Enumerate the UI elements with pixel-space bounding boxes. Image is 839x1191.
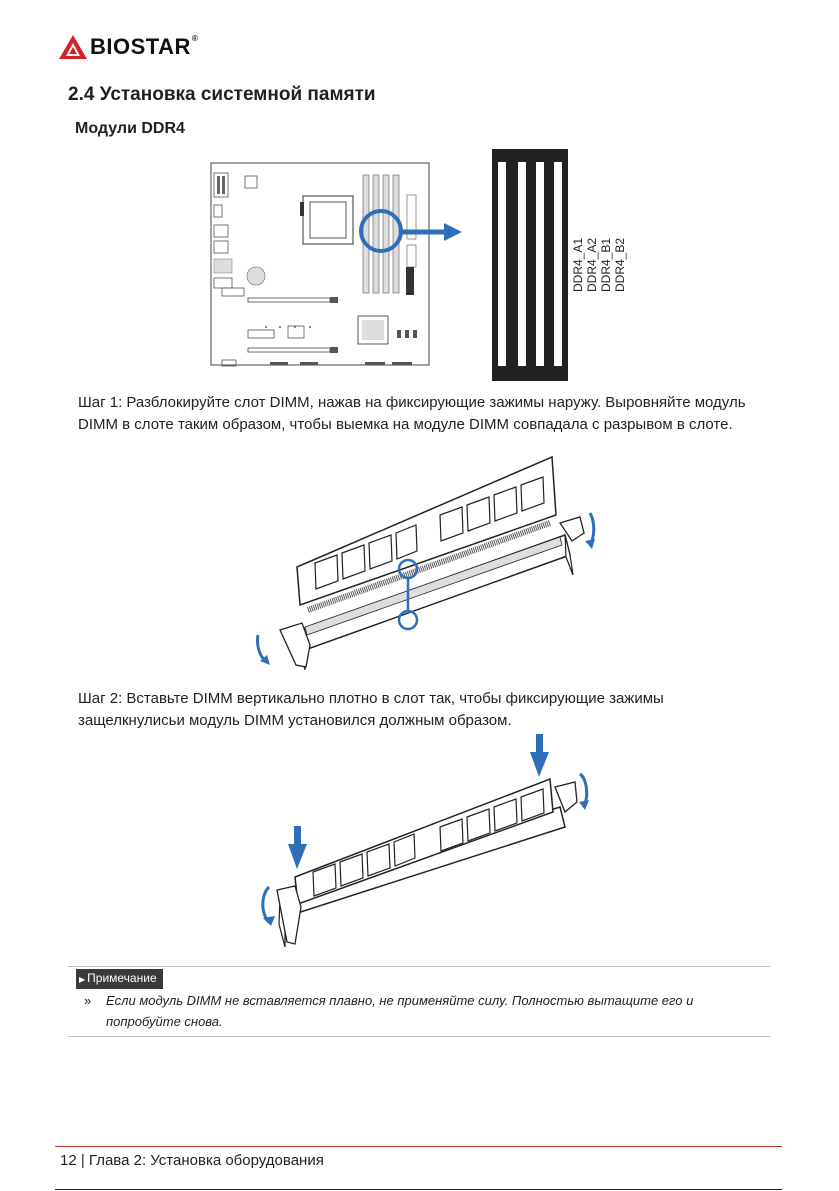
note-bottom-rule (68, 1036, 770, 1037)
down-arrow-left-icon (288, 844, 307, 869)
rotate-arrow-right-icon (580, 774, 587, 804)
page-footer: 12 | Глава 2: Установка оборудования (60, 1152, 324, 1169)
note-label: ▶Примечание (76, 969, 163, 989)
enlarged-dimm-slots (492, 149, 568, 381)
note-text: » Если модуль DIMM не вставляется плавно… (84, 990, 770, 1032)
note-top-rule (68, 966, 770, 967)
step2-illustration (255, 732, 605, 957)
biostar-logo: BIOSTAR® (58, 30, 198, 64)
slot-label-b2: DDR4_B2 (613, 238, 627, 292)
biostar-logo-icon (58, 34, 88, 60)
brand-name: BIOSTAR® (90, 34, 198, 60)
note-body: Если модуль DIMM не вставляется плавно, … (106, 990, 770, 1032)
step2-text: Шаг 2: Вставьте DIMM вертикально плотно … (78, 688, 768, 732)
motherboard-diagram: DDR4_A1 DDR4_A2 DDR4_B1 DDR4_B2 (200, 140, 640, 385)
right-arrow-icon (444, 223, 462, 241)
triangle-icon: ▶ (79, 975, 85, 984)
section-title: 2.4 Установка системной памяти (68, 84, 376, 106)
down-arrow-right-icon (530, 752, 549, 777)
step1-illustration (240, 455, 620, 675)
slot-label-a1: DDR4_A1 (571, 238, 585, 292)
dimm-module (297, 457, 556, 605)
section-subtitle: Модули DDR4 (75, 120, 185, 138)
footer-bottom-rule (55, 1189, 782, 1190)
footer-rule (55, 1146, 782, 1147)
slot-label-a2: DDR4_A2 (585, 238, 599, 292)
note-bullet: » (84, 990, 91, 1011)
rotate-arrow-left-icon (263, 887, 269, 922)
slot-label-b1: DDR4_B1 (599, 238, 613, 292)
step1-text: Шаг 1: Разблокируйте слот DIMM, нажав на… (78, 392, 768, 436)
